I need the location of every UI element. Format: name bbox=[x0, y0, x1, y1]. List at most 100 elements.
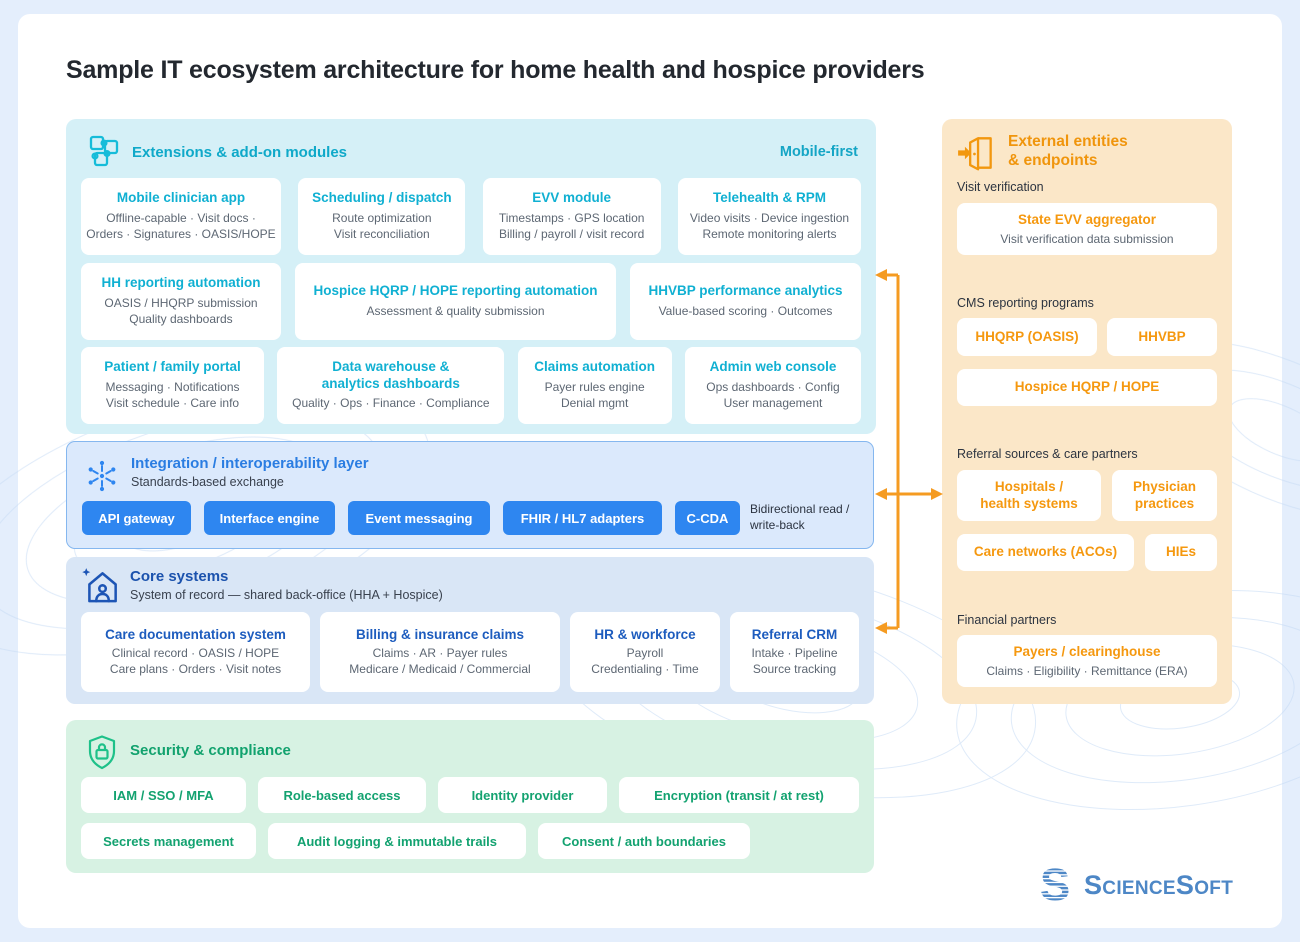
external-card-hhvbp: HHVBP bbox=[1107, 318, 1217, 356]
security-pill-audit-logging: Audit logging & immutable trails bbox=[268, 823, 526, 859]
desc-line: Messaging · Notifications bbox=[105, 379, 240, 394]
external-entities-panel: External entities& endpoints Visit verif… bbox=[942, 119, 1232, 704]
extensions-row-2: HH reporting automation OASIS / HHQRP su… bbox=[81, 263, 861, 340]
external-card-title: HIEs bbox=[1165, 544, 1196, 560]
external-card-desc: Claims · Eligibility · Remittance (ERA) bbox=[986, 663, 1188, 678]
external-card-title: Hospice HQRP / HOPE bbox=[1014, 379, 1160, 395]
desc-line: Ops dashboards · Config bbox=[706, 379, 840, 394]
external-card-desc: Visit verification data submission bbox=[1000, 231, 1174, 246]
group-label-referral-sources: Referral sources & care partners bbox=[957, 447, 1138, 461]
extensions-panel-title: Extensions & add-on modules bbox=[132, 144, 348, 161]
external-card-hospice-hqrp-hope: Hospice HQRP / HOPE bbox=[957, 369, 1217, 406]
door-arrow-icon bbox=[958, 137, 992, 171]
integration-panel-title: Integration / interoperability layer bbox=[131, 455, 369, 472]
module-card-title: Mobile clinician app bbox=[116, 190, 246, 206]
api-gateway-chip: API gateway bbox=[82, 501, 191, 535]
module-card-title: EVV module bbox=[532, 190, 612, 206]
core-card-title: Billing & insurance claims bbox=[355, 626, 525, 642]
module-card-title: Hospice HQRP / HOPE reporting automation bbox=[313, 283, 598, 299]
sciencesoft-logo-mark: S bbox=[1039, 864, 1071, 905]
external-card-title: Hospitals / health systems bbox=[980, 478, 1078, 511]
desc-line: Credentialing · Time bbox=[591, 661, 699, 676]
integration-buttons-row: API gateway Interface engine Event messa… bbox=[82, 501, 868, 535]
module-card-title: Admin web console bbox=[709, 359, 837, 375]
title-line: & endpoints bbox=[1008, 151, 1098, 169]
module-card-hhvbp-analytics: HHVBP performance analytics Value-based … bbox=[630, 263, 861, 340]
hub-icon bbox=[88, 460, 116, 492]
module-card-title: Scheduling / dispatch bbox=[312, 190, 452, 206]
security-row-1: IAM / SSO / MFA Role-based access Identi… bbox=[81, 777, 859, 813]
security-panel-title: Security & compliance bbox=[130, 742, 291, 759]
external-card-payers-clearinghouse: Payers / clearinghouse Claims · Eligibil… bbox=[957, 635, 1217, 687]
external-card-title: HHQRP (OASIS) bbox=[975, 328, 1079, 344]
external-card-state-evv-aggregator: State EVV aggregator Visit verification … bbox=[957, 203, 1217, 255]
external-card-hospitals: Hospitals / health systems bbox=[957, 470, 1101, 521]
desc-line: Claims · AR · Payer rules bbox=[372, 645, 508, 660]
note-line: Bidirectional read / bbox=[750, 502, 850, 517]
module-card-hospice-hqrp-reporting: Hospice HQRP / HOPE reporting automation… bbox=[295, 263, 616, 340]
module-card-scheduling-dispatch: Scheduling / dispatch Route optimization… bbox=[298, 178, 466, 255]
module-card-admin-console: Admin web console Ops dashboards · Confi… bbox=[684, 347, 861, 424]
desc-line: Intake · Pipeline bbox=[751, 645, 838, 660]
desc-line: Timestamps · GPS location bbox=[498, 210, 645, 225]
security-pill-identity-provider: Identity provider bbox=[438, 777, 607, 813]
module-card-desc: Offline-capable · Visit docs ·Orders · S… bbox=[86, 211, 275, 243]
core-card-care-documentation: Care documentation system Clinical recor… bbox=[81, 612, 310, 692]
desc-line: Route optimization bbox=[332, 210, 432, 225]
module-card-mobile-clinician-app: Mobile clinician app Offline-capable · V… bbox=[81, 178, 281, 255]
module-card-desc: Quality · Ops · Finance · Compliance bbox=[292, 396, 489, 412]
group-label-visit-verification: Visit verification bbox=[957, 180, 1044, 194]
module-card-data-warehouse: Data warehouse & analytics dashboards Qu… bbox=[277, 347, 505, 424]
external-card-hhqrp-oasis: HHQRP (OASIS) bbox=[957, 318, 1097, 356]
desc-line: Value-based scoring · Outcomes bbox=[658, 303, 833, 318]
desc-line: User management bbox=[723, 395, 823, 410]
module-card-title: Data warehouse & analytics dashboards bbox=[321, 359, 460, 391]
core-card-title: Referral CRM bbox=[751, 626, 838, 642]
extensions-row-3: Patient / family portal Messaging · Noti… bbox=[81, 347, 861, 424]
module-card-title: HH reporting automation bbox=[101, 275, 261, 291]
desc-line: Billing / payroll / visit record bbox=[498, 226, 645, 241]
security-pill-secrets: Secrets management bbox=[81, 823, 256, 859]
home-user-icon bbox=[82, 568, 117, 603]
module-card-title: Telehealth & RPM bbox=[712, 190, 826, 206]
title-line: External entities bbox=[1008, 133, 1128, 150]
desc-line: Quality · Ops · Finance · Compliance bbox=[292, 395, 490, 410]
desc-line: Care plans · Orders · Visit notes bbox=[109, 661, 282, 676]
sciencesoft-logo-text: ScienceSoft bbox=[1084, 869, 1234, 900]
group-label-financial-partners: Financial partners bbox=[957, 613, 1057, 627]
core-panel-title: Core systems bbox=[130, 568, 229, 585]
security-pill-rbac: Role-based access bbox=[258, 777, 426, 813]
extensions-panel: Extensions & add-on modules Mobile-first… bbox=[66, 119, 876, 434]
external-card-care-networks: Care networks (ACOs) bbox=[957, 534, 1134, 571]
shield-lock-icon bbox=[88, 735, 116, 770]
core-card-title: HR & workforce bbox=[594, 626, 696, 642]
desc-line: Assessment & quality submission bbox=[366, 303, 545, 318]
extensions-row-1: Mobile clinician app Offline-capable · V… bbox=[81, 178, 861, 255]
core-panel-subtitle: System of record — shared back-office (H… bbox=[130, 588, 443, 602]
puzzle-icon bbox=[89, 135, 119, 167]
module-card-title: Patient / family portal bbox=[104, 359, 241, 375]
desc-line: Clinical record · OASIS / HOPE bbox=[111, 645, 280, 660]
desc-line: Payer rules engine bbox=[544, 379, 645, 394]
group-label-cms-reporting: CMS reporting programs bbox=[957, 296, 1094, 310]
sciencesoft-logo: S ScienceSoft bbox=[1038, 864, 1233, 906]
security-row-2: Secrets management Audit logging & immut… bbox=[81, 823, 750, 859]
page-title: Sample IT ecosystem architecture for hom… bbox=[66, 56, 925, 84]
fhir-hl7-adapters-chip: FHIR / HL7 adapters bbox=[503, 501, 662, 535]
external-card-title: HHVBP bbox=[1138, 328, 1186, 344]
desc-line: Quality dashboards bbox=[129, 311, 233, 326]
bidirectional-note: Bidirectional read /write-back bbox=[750, 502, 868, 533]
desc-line: OASIS / HHQRP submission bbox=[104, 295, 258, 310]
desc-line: Medicare / Medicaid / Commercial bbox=[349, 661, 531, 676]
external-card-physician-practices: Physician practices bbox=[1112, 470, 1217, 521]
module-card-desc: Assessment & quality submission bbox=[366, 304, 544, 320]
